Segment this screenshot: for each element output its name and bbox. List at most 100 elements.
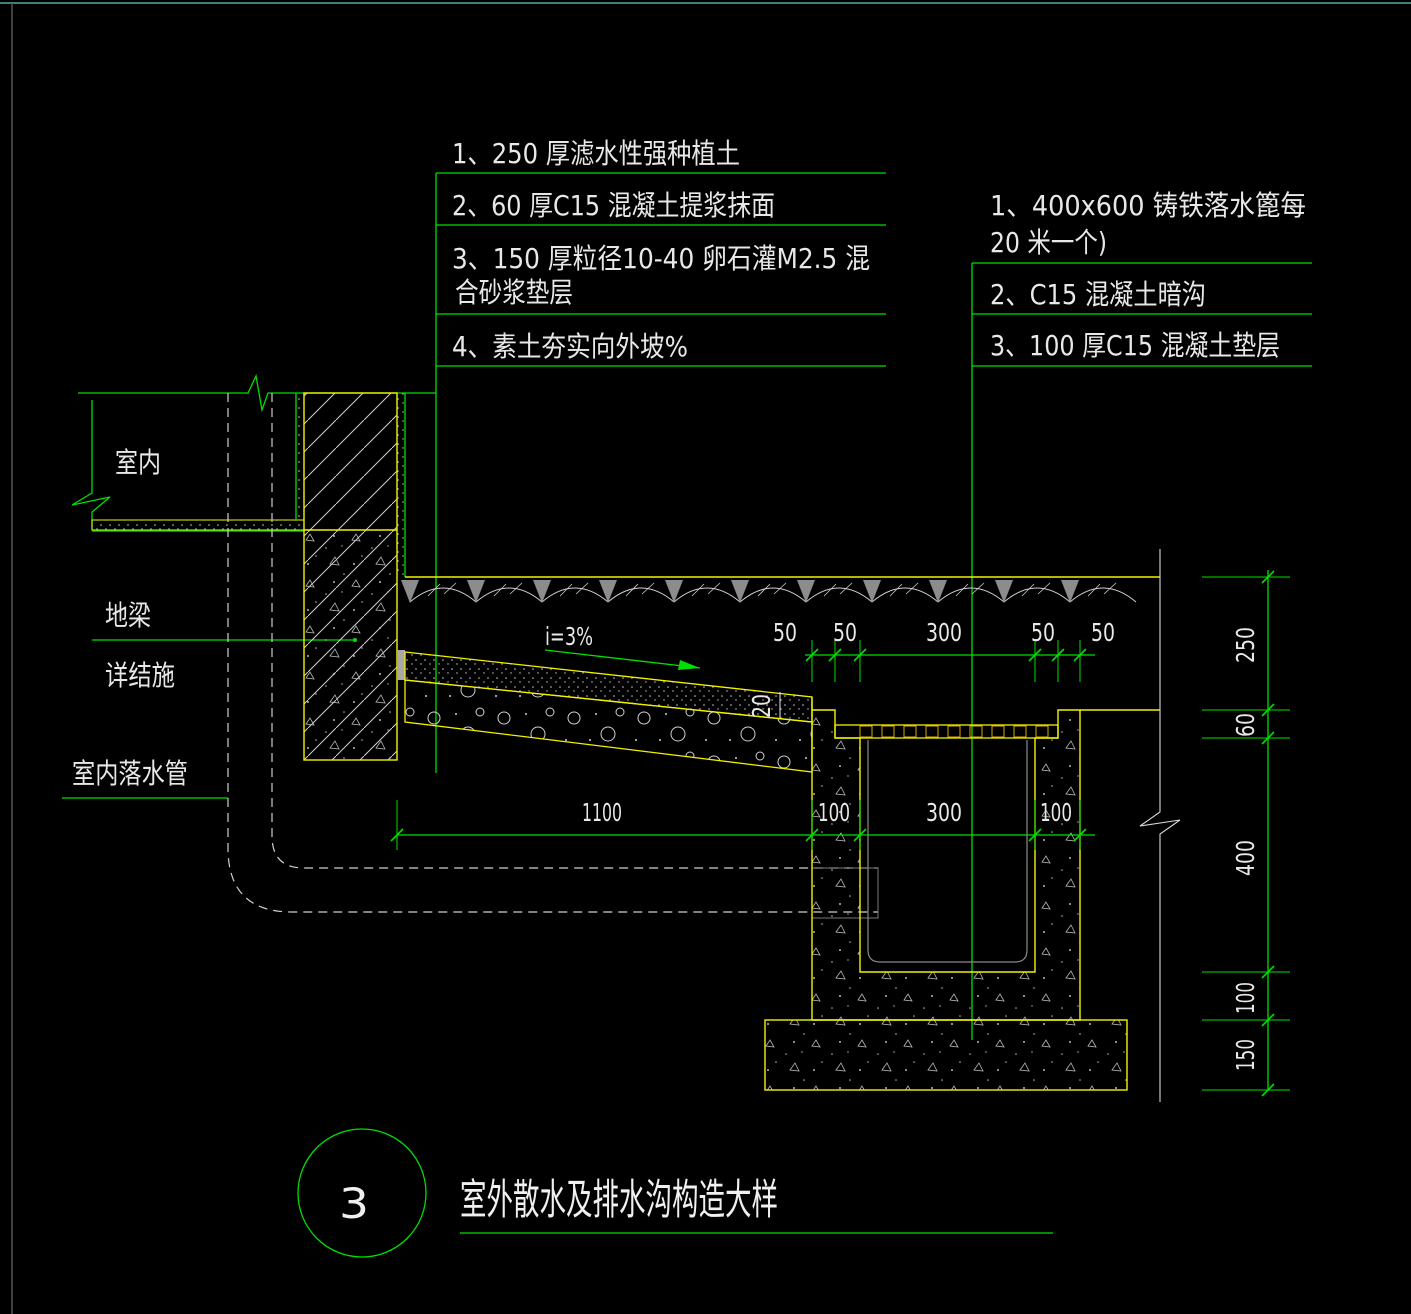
left-callout: 1、250 厚滤水性强种植土 2、60 厚C15 混凝土提浆抹面 3、150 厚… (435, 137, 886, 773)
dimension-right: 250 60 400 100 150 (1202, 570, 1290, 1097)
soil-hatch-stroke (625, 583, 639, 597)
right-callout-item-2: 2、C15 混凝土暗沟 (990, 278, 1206, 311)
dim-bottom-tick (390, 828, 404, 842)
soil-hatch-arc (673, 587, 741, 603)
dim-top-4: 50 (1031, 618, 1055, 647)
soil-hatch-wedge (599, 580, 617, 603)
label-ground-beam: 地梁 (105, 599, 151, 632)
title-number-circle (297, 1128, 427, 1258)
slope-arrow-line (544, 649, 701, 669)
wall-plaster-right (397, 393, 405, 577)
dim-bottom-2: 100 (818, 798, 850, 827)
trench-concrete-body (811, 709, 1081, 1021)
dim-top-tick (1051, 648, 1065, 662)
soil-hatch-wedge (533, 580, 551, 603)
grate-bar (947, 725, 961, 738)
ground-beam-concrete (304, 530, 397, 760)
wall-plaster-left (296, 393, 304, 520)
grate-bar (1035, 725, 1049, 738)
label-indoor-downpipe: 室内落水管 (72, 757, 188, 790)
soil-hatch-stroke (773, 582, 787, 595)
dim-right-tick (1261, 965, 1275, 979)
indoor-left-break-line (71, 400, 111, 530)
dim-top-ticks (805, 640, 1087, 682)
right-callout: 1、400x600 铸铁落水篦每 20 米一个) 2、C15 混凝土暗沟 3、1… (971, 189, 1312, 1040)
soil-hatch-stroke (641, 582, 655, 595)
dim-top-2: 50 (833, 618, 857, 647)
soil-hatch-wedge (665, 580, 683, 603)
soil-hatch-stroke (1103, 582, 1117, 595)
grate-bars (859, 725, 1049, 738)
dim-bottom-tick (853, 828, 867, 842)
dim-bottom-4: 100 (1040, 798, 1072, 827)
dim-bottom-3: 300 (926, 798, 962, 827)
dimension-bottom: 1100 100 300 100 (390, 798, 1095, 850)
soil-hatch-stroke (509, 582, 523, 595)
left-callout-item-1: 1、250 厚滤水性强种植土 (452, 137, 740, 170)
dim-bottom-ticks (390, 800, 1087, 850)
soil-hatch-stroke (1021, 583, 1035, 597)
dim-right-5: 150 (1231, 1039, 1260, 1071)
soil-hatch-arc (871, 587, 939, 603)
title-number: 3 (339, 1179, 369, 1228)
dim-top-5: 50 (1091, 618, 1115, 647)
soil-hatch-stroke (493, 583, 507, 597)
drawing-title: 室外散水及排水沟构造大样 (460, 1175, 778, 1224)
grate-bar (859, 725, 873, 738)
soil-hatch-arc (805, 587, 873, 603)
soil-hatch-arc (541, 587, 609, 603)
apron-layers: 20 i=3% (397, 622, 813, 773)
soil-hatch-stroke (905, 582, 919, 595)
soil-hatch-wedge (863, 580, 881, 603)
dim-right-1: 250 (1231, 627, 1260, 663)
soil-hatch-wedge (995, 580, 1013, 603)
soil-hatch-stroke (823, 583, 837, 597)
soil-hatch-stroke (955, 583, 969, 597)
dim-bottom-tick (805, 828, 819, 842)
soil-hatch-stroke (839, 582, 853, 595)
dim-right-tick (1261, 1013, 1275, 1027)
dim-right-3: 400 (1231, 840, 1260, 876)
dim-right-tick (1261, 703, 1275, 717)
downpipe-inner-line (271, 393, 878, 869)
dim-top-tick (828, 648, 842, 662)
apron-joint-filler (397, 650, 405, 680)
dim-top-3: 300 (926, 618, 962, 647)
soil-hatch-stroke (691, 583, 705, 597)
soil-hatch-stroke (443, 582, 457, 595)
grate-bar (969, 725, 983, 738)
dim-top-1: 50 (773, 618, 797, 647)
label-indoor: 室内 (115, 446, 161, 479)
trench-base-cushion (764, 1019, 1128, 1091)
grate-bar (903, 725, 917, 738)
grate-bar (1013, 725, 1027, 738)
grate-bar (991, 725, 1005, 738)
soil-hatch-stroke (1087, 583, 1101, 597)
soil-hatch-arc (475, 587, 543, 603)
dim-bottom-tick (1028, 828, 1042, 842)
soil-hatch-wedge (1061, 580, 1079, 603)
wall-ground-beam (295, 392, 406, 761)
drainage-trench (764, 697, 1160, 1091)
apron-layer-thickness-label: 20 (747, 694, 776, 718)
dim-top-tick (853, 648, 867, 662)
trench-inner-liner (867, 740, 1028, 963)
dim-right-tick (1261, 570, 1275, 584)
label-see-structure: 详结施 (105, 659, 175, 692)
grate-bar (925, 725, 939, 738)
soil-hatch-wedge (401, 580, 419, 603)
soil-hatch-stroke (707, 582, 721, 595)
cast-iron-grate (834, 724, 1059, 739)
soil-hatch-arc (1003, 587, 1071, 603)
dim-bottom-1: 1100 (582, 798, 622, 827)
soil-hatch-arc (739, 587, 807, 603)
right-callout-item-1-line-1: 1、400x600 铸铁落水篦每 (990, 189, 1306, 222)
left-callout-item-2: 2、60 厚C15 混凝土提浆抹面 (452, 189, 775, 222)
soil-hatch-wedge (467, 580, 485, 603)
left-callout-item-3-line-1: 3、150 厚粒径10-40 卵石灌M2.5 混 (452, 242, 870, 275)
soil-hatch-arc (1069, 587, 1137, 603)
left-callout-item-3-line-2: 合砂浆垫层 (455, 276, 573, 309)
dim-right-tick (1261, 1083, 1275, 1097)
